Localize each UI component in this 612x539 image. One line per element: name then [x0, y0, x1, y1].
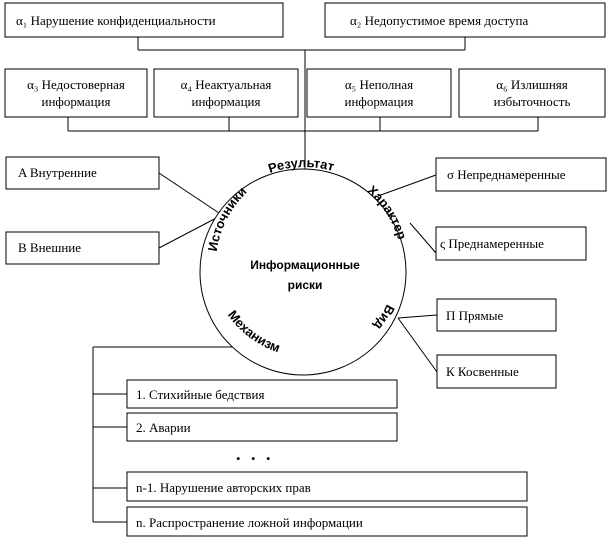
risk-circle: Информационные риски Результат Источники…: [199, 155, 410, 376]
box-mechanism-n: [126, 506, 528, 537]
circle-center-line2: риски: [288, 278, 323, 292]
box-internal: [5, 156, 160, 190]
label-alpha3-line2: информация: [42, 94, 111, 109]
label-alpha4-line2: информация: [192, 94, 261, 109]
circle-center-line1: Информационные: [250, 258, 360, 272]
box-indirect: [436, 354, 557, 389]
label-indirect: К Косвенные: [446, 364, 519, 379]
arc-label-result: Результат: [266, 155, 336, 176]
label-internal: A Внутренние: [18, 165, 97, 180]
box-alpha6: [458, 68, 606, 118]
box-alpha4: [153, 68, 299, 118]
label-mechanism-1: 1. Стихийные бедствия: [136, 387, 264, 402]
arc-label-result-path: Результат: [266, 155, 336, 176]
label-external: B Внешние: [18, 240, 81, 255]
label-mechanism-2: 2. Аварии: [136, 420, 191, 435]
box-alpha3: [4, 68, 148, 118]
label-intentional: ς Преднамеренные: [440, 236, 544, 251]
right-boxes: σ Непреднамеренные ς Преднамеренные П Пр…: [435, 157, 607, 389]
box-alpha5: [306, 68, 452, 118]
label-unintentional: σ Непреднамеренные: [447, 167, 566, 182]
label-alpha5-line1: α₅ Неполная: [345, 77, 413, 92]
risk-circle-outline: [199, 168, 407, 376]
box-alpha1: [4, 2, 284, 38]
left-boxes: A Внутренние B Внешние: [5, 156, 160, 265]
label-direct: П Прямые: [446, 308, 503, 323]
label-alpha2: α₂ Недопустимое время доступа: [350, 13, 529, 28]
box-mechanism-n-1: [126, 471, 528, 502]
box-mechanism-1: [126, 379, 398, 409]
second-row-boxes: α₃ Недостоверная информация α₄ Неактуаль…: [4, 68, 606, 118]
box-direct: [436, 298, 557, 332]
box-alpha2: [324, 2, 606, 38]
label-mechanism-n: n. Распространение ложной информации: [136, 515, 363, 530]
box-intentional: [435, 226, 587, 261]
connector-lines: [67, 37, 539, 523]
mechanism-list: 1. Стихийные бедствия 2. Аварии . . . n-…: [126, 379, 528, 537]
label-alpha6-line2: избыточность: [494, 94, 571, 109]
label-alpha5-line2: информация: [345, 94, 414, 109]
label-alpha6-line1: α₆ Излишняя: [496, 77, 568, 92]
label-alpha3-line1: α₃ Недостоверная: [27, 77, 125, 92]
mechanism-ellipsis: . . .: [236, 444, 274, 464]
box-external: [5, 231, 160, 265]
label-mechanism-n-1: n-1. Нарушение авторских прав: [136, 480, 311, 495]
top-row-boxes: α₁ Нарушение конфиденциальности α₂ Недоп…: [4, 2, 606, 38]
label-alpha1: α₁ Нарушение конфиденциальности: [16, 13, 216, 28]
label-alpha4-line1: α₄ Неактуальная: [181, 77, 272, 92]
box-unintentional: [435, 157, 607, 192]
box-mechanism-2: [126, 412, 398, 442]
